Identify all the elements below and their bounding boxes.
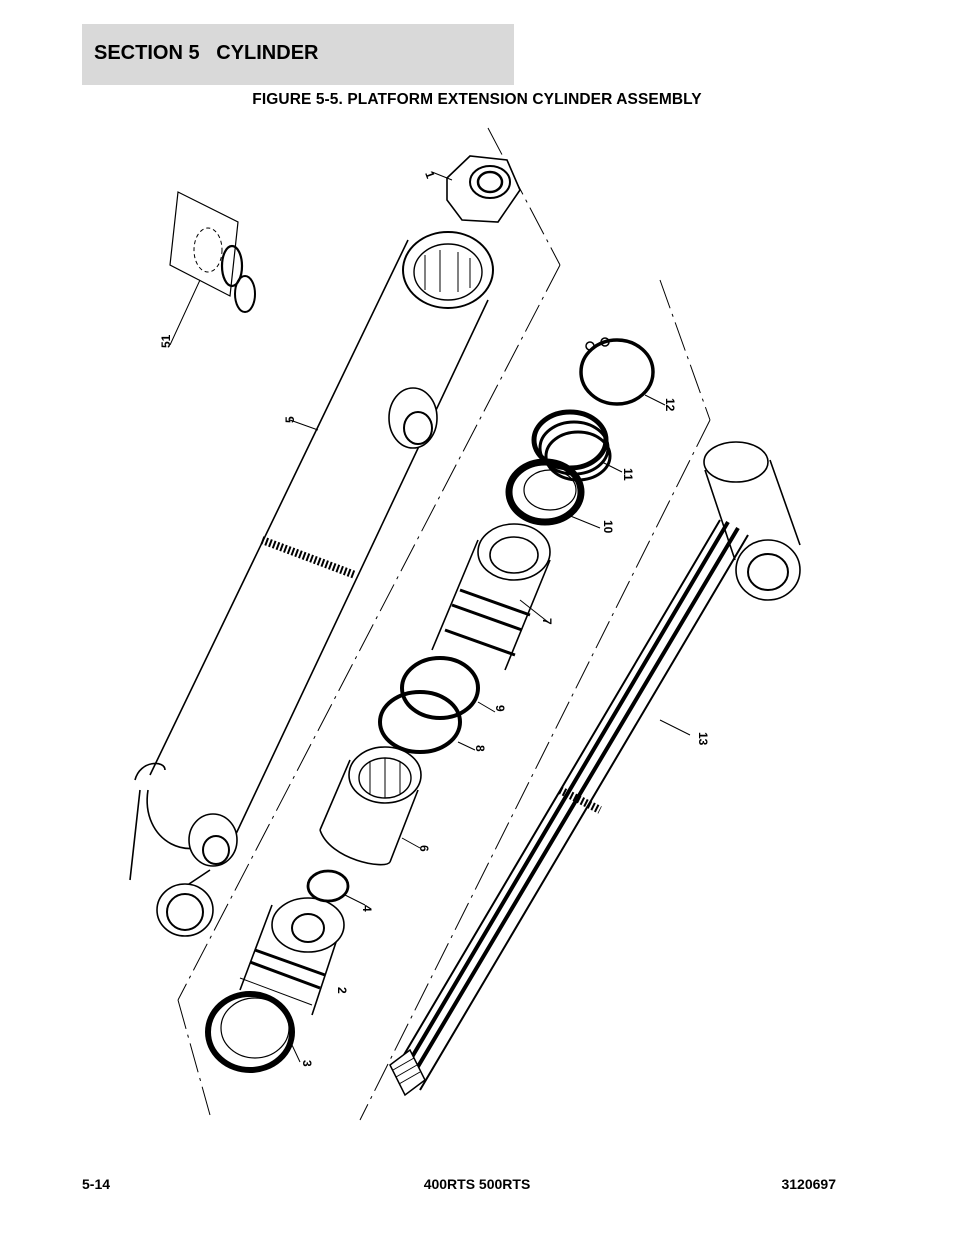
callout-12: 12 [663, 398, 677, 412]
callout-8: 8 [473, 745, 487, 752]
section-title: SECTION 5 CYLINDER [94, 42, 319, 64]
callout-51: 51 [159, 334, 173, 348]
document-number: 3120697 [781, 1176, 836, 1192]
seal-rings-icon [378, 656, 496, 754]
callout-11: 11 [621, 468, 635, 481]
callout-6: 6 [417, 845, 431, 852]
callout-10: 10 [601, 520, 615, 534]
callout-7: 7 [540, 618, 554, 625]
cylinder-barrel-icon [129, 231, 494, 937]
figure-title: FIGURE 5-5. PLATFORM EXTENSION CYLINDER … [252, 91, 702, 108]
callout-2: 2 [335, 987, 349, 994]
callout-4: 4 [360, 905, 374, 912]
wear-ring-icon [205, 991, 301, 1073]
model-numbers: 400RTS 500RTS [423, 1176, 531, 1192]
spacer-icon [319, 746, 422, 866]
section-banner: SECTION 5 CYLINDER [82, 24, 514, 85]
seal-kit-icon [169, 191, 256, 346]
hex-nut-icon [431, 155, 521, 223]
rod-seal-icon [531, 409, 623, 482]
callout-5: 5 [283, 416, 297, 423]
cylinder-rod-icon [389, 441, 801, 1097]
callout-3: 3 [300, 1060, 314, 1067]
retaining-ring-icon [579, 337, 666, 406]
assembly-plane-lines [177, 127, 711, 1121]
callout-9: 9 [493, 705, 507, 712]
o-ring-icon [306, 869, 366, 906]
callout-13: 13 [696, 732, 710, 746]
piston-icon [239, 897, 345, 1016]
callout-labels: 1 51 5 12 11 10 7 9 8 13 6 4 2 3 [159, 169, 710, 1067]
page-number: 5-14 [82, 1176, 111, 1192]
callout-1: 1 [422, 169, 438, 180]
cylinder-assembly-illustration: 1 51 5 12 11 10 7 9 8 13 6 4 2 3 [129, 127, 801, 1121]
cylinder-head-icon [431, 523, 551, 671]
exploded-cylinder-drawing: 1 51 5 12 11 10 7 9 8 13 6 4 2 3 [100, 120, 840, 1130]
